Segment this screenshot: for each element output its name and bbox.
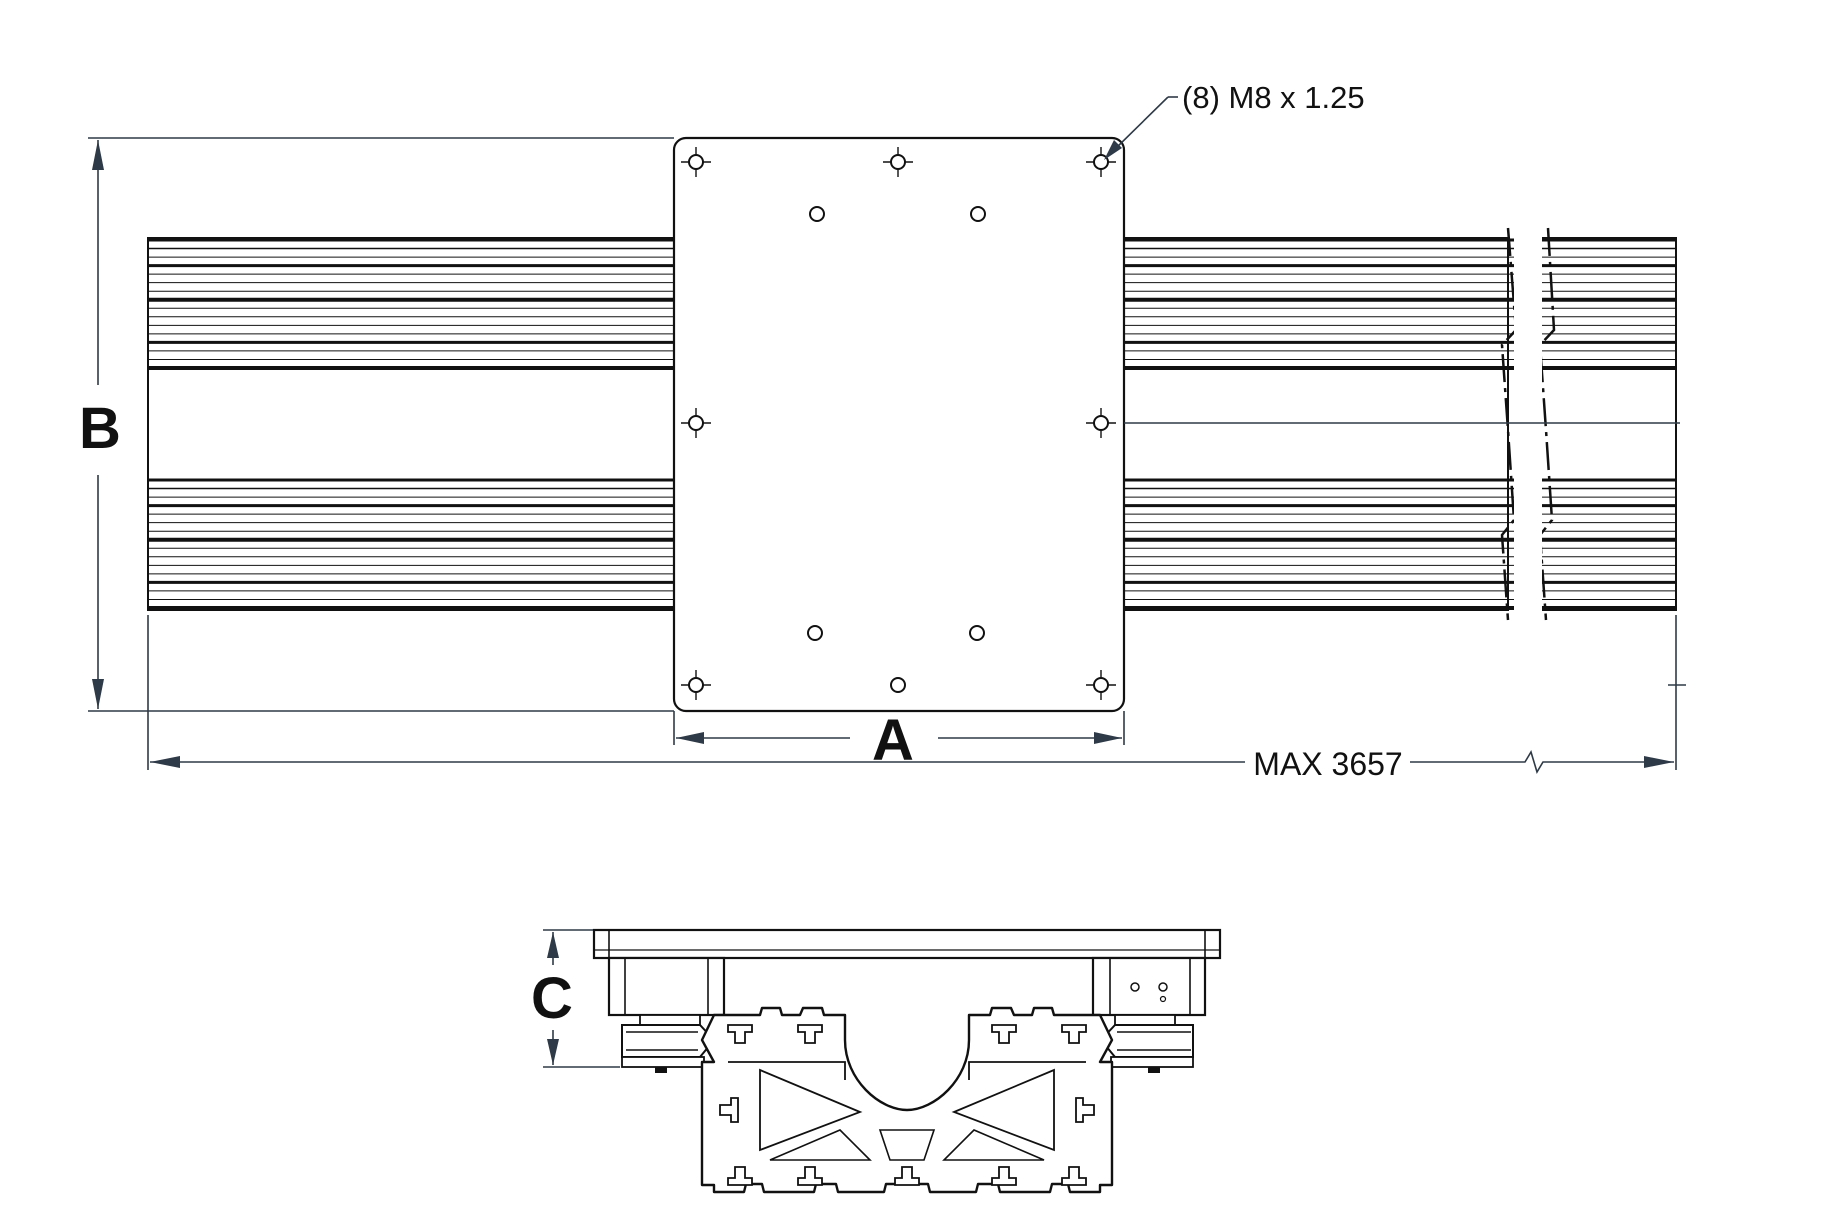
t-slot-outline xyxy=(797,1024,823,1044)
rail-grooves-upper-left xyxy=(148,238,674,370)
end-view: C xyxy=(531,928,1222,1194)
rail-break-lines xyxy=(1500,226,1556,622)
t-slot xyxy=(797,1166,823,1186)
thread-callout-label: (8) M8 x 1.25 xyxy=(1182,80,1365,115)
right-carriage-block xyxy=(1091,956,1207,1073)
rail-grooves-lower-left xyxy=(148,478,674,610)
left-carriage-block xyxy=(607,956,726,1073)
through-hole xyxy=(807,625,823,641)
mounting-holes xyxy=(681,147,1116,700)
t-slot xyxy=(1061,1166,1087,1186)
tapped-hole xyxy=(890,154,906,170)
carriage-plate xyxy=(672,136,1126,713)
dim-c-label: C xyxy=(531,966,573,1031)
rail-left xyxy=(147,237,675,611)
t-slot xyxy=(991,1166,1017,1186)
max-length-label: MAX 3657 xyxy=(1253,746,1402,782)
t-slot-outline xyxy=(1075,1097,1095,1123)
t-slot xyxy=(991,1024,1017,1044)
through-hole xyxy=(890,677,906,693)
dimension-c: C xyxy=(531,929,620,1068)
through-hole xyxy=(970,206,986,222)
t-slot-outline xyxy=(797,1166,823,1186)
tapped-hole xyxy=(1093,154,1109,170)
t-slot xyxy=(1075,1097,1095,1123)
t-slot-outline xyxy=(719,1097,739,1123)
t-slots xyxy=(719,1024,1095,1186)
rail-right xyxy=(1123,226,1677,622)
dimension-max-length: MAX 3657 xyxy=(147,615,1686,782)
end-view-top-plate xyxy=(592,928,1222,960)
tapped-hole xyxy=(688,154,704,170)
t-slot-outline xyxy=(727,1024,753,1044)
dim-b-label: B xyxy=(79,396,121,461)
tapped-hole xyxy=(688,415,704,431)
t-slot-outline xyxy=(991,1024,1017,1044)
t-slot xyxy=(727,1166,753,1186)
t-slot xyxy=(727,1024,753,1044)
dimension-b: B xyxy=(79,137,674,712)
tapped-hole xyxy=(688,677,704,693)
thread-callout: (8) M8 x 1.25 xyxy=(1104,80,1365,160)
top-view: B A MAX 3657 (8) M8 x xyxy=(79,80,1686,782)
t-slot-outline xyxy=(1061,1024,1087,1044)
t-slot xyxy=(1061,1024,1087,1044)
t-slot xyxy=(719,1097,739,1123)
t-slot-outline xyxy=(1061,1166,1087,1186)
t-slot-outline xyxy=(991,1166,1017,1186)
t-slot-outline xyxy=(894,1166,920,1186)
tapped-hole xyxy=(1093,677,1109,693)
through-hole xyxy=(969,625,985,641)
t-slot xyxy=(797,1024,823,1044)
dim-a-label: A xyxy=(872,708,914,773)
t-slot-outline xyxy=(727,1166,753,1186)
through-hole xyxy=(809,206,825,222)
rail-grooves-right xyxy=(1124,238,1676,610)
t-slot xyxy=(894,1166,920,1186)
dimension-a: A xyxy=(673,708,1125,773)
tapped-hole xyxy=(1093,415,1109,431)
extrusion-profile xyxy=(700,1006,1114,1194)
